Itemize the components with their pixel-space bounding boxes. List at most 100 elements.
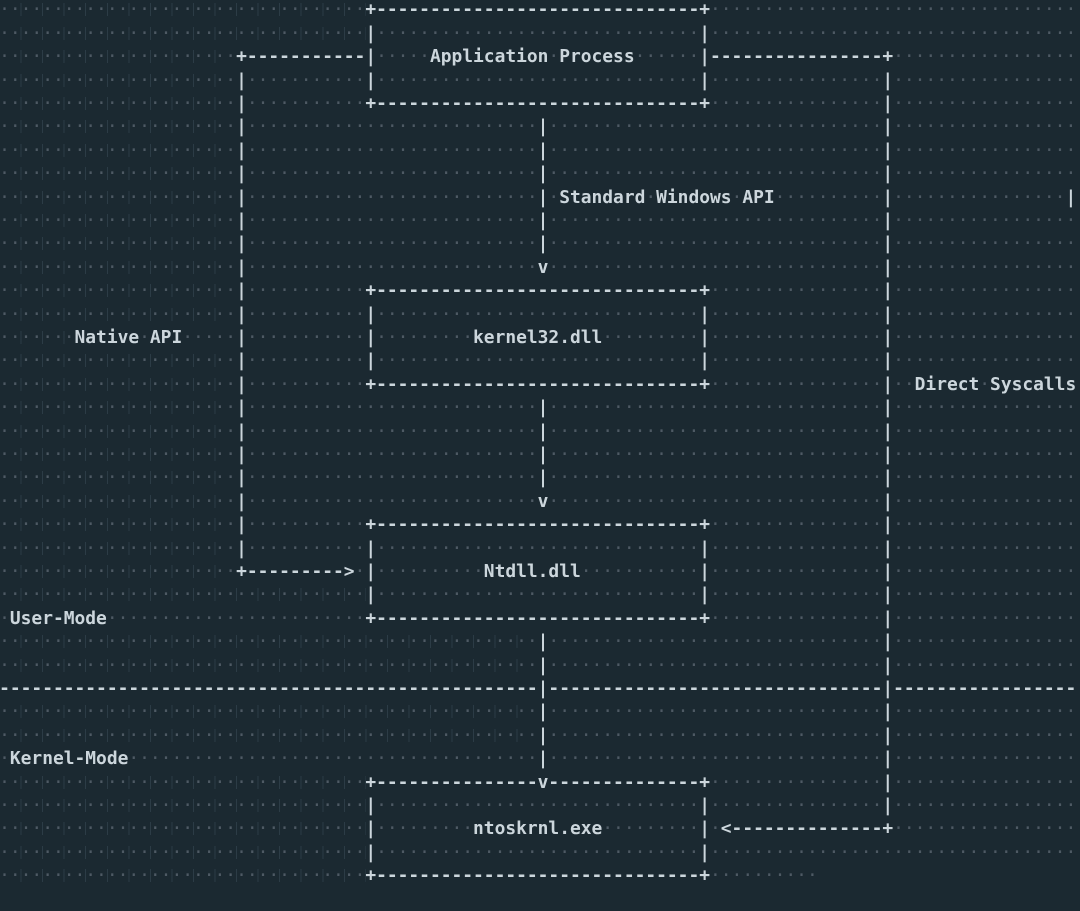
whitespace-dots: ······················ ·················… — [0, 490, 1077, 512]
indent-guides — [0, 26, 366, 40]
ascii-text: Kernel-Mode | | — [0, 748, 1077, 770]
ascii-text: +------------------------------+ — [0, 865, 818, 887]
ascii-row: ······················ ·················… — [0, 232, 1080, 255]
ascii-row: ······················ ····· · ······ ··… — [0, 45, 1080, 68]
indent-guides — [0, 635, 538, 649]
ascii-row: ······················ ·················… — [0, 396, 1080, 419]
ascii-text: | | | — [0, 139, 1077, 161]
ascii-row: ······················ ·················… — [0, 209, 1080, 232]
whitespace-dots: ········································… — [0, 631, 1077, 653]
ascii-row: ----------------------------------------… — [0, 677, 1080, 700]
indent-guides — [0, 752, 10, 766]
indent-guides — [0, 50, 237, 64]
ascii-row: ······················ ·················… — [0, 162, 1080, 185]
ascii-row: ······················ ·················… — [0, 443, 1080, 466]
whitespace-dots: ······················ ·················… — [0, 186, 1077, 208]
ascii-row: ······················ ··········· ·····… — [0, 69, 1080, 92]
whitespace-dots: ······················ ··········· ·····… — [0, 537, 1077, 559]
indent-guides — [0, 354, 237, 368]
whitespace-dots: · ························ ·············… — [0, 607, 1077, 629]
ascii-text: | | | — [0, 233, 1077, 255]
indent-guides — [0, 798, 366, 812]
ascii-row: ······················ ··········· ·····… — [0, 373, 1080, 396]
whitespace-dots: ·································· ·····… — [0, 818, 1077, 840]
whitespace-dots: ·································· ·····… — [0, 865, 818, 887]
ascii-row: ······················ ·················… — [0, 466, 1080, 489]
ascii-text: | | | | — [0, 69, 1077, 91]
indent-guides — [0, 3, 366, 17]
whitespace-dots: ·································· ·····… — [0, 841, 1077, 863]
indent-guides — [0, 73, 237, 87]
indent-guides — [0, 775, 366, 789]
indent-guides — [0, 658, 538, 672]
whitespace-dots: ·································· ·····… — [0, 794, 1077, 816]
ascii-row: ········································… — [0, 700, 1080, 723]
whitespace-dots: ·································· ·····… — [0, 0, 1077, 21]
ascii-text: | v | — [0, 490, 1077, 512]
whitespace-dots: ······················ ··········· ·····… — [0, 514, 1077, 536]
whitespace-dots: ······················ ·················… — [0, 420, 1077, 442]
indent-guides — [0, 213, 237, 227]
ascii-row: ······················ · ·········· ····… — [0, 560, 1080, 583]
whitespace-dots: ······················ ·················… — [0, 256, 1077, 278]
ascii-text: | | | — [0, 397, 1077, 419]
whitespace-dots: · ······································… — [0, 748, 1077, 770]
indent-guides — [0, 377, 237, 391]
ascii-text: | | — [0, 654, 1077, 676]
ascii-text: | | | — [0, 467, 1077, 489]
ascii-row: ······················ ··········· ·····… — [0, 279, 1080, 302]
whitespace-dots: ·································· ·····… — [0, 771, 1077, 793]
whitespace-dots: ······················ ··········· ·····… — [0, 373, 1077, 395]
ascii-text: | | — [0, 22, 1077, 44]
indent-guides — [0, 518, 237, 532]
indent-guides — [0, 705, 538, 719]
ascii-text: | | | — [0, 116, 1077, 138]
ascii-text: | ntoskrnl.exe | <--------------+ — [0, 818, 1077, 840]
whitespace-dots: ·································· ·····… — [0, 584, 1077, 606]
indent-guides — [0, 494, 237, 508]
indent-guides — [0, 190, 237, 204]
ascii-row: ······················ ·················… — [0, 420, 1080, 443]
indent-guides — [0, 588, 366, 602]
ascii-row: ······················ ·················… — [0, 115, 1080, 138]
ascii-text: | +------------------------------+ | — [0, 280, 1077, 302]
ascii-row: ·································· ·····… — [0, 0, 1080, 22]
indent-guides — [0, 167, 237, 181]
ascii-text: ----------------------------------------… — [0, 677, 1077, 699]
ascii-text: | | — [0, 701, 1077, 723]
ascii-text: Native API | | kernel32.dll | | — [0, 326, 1077, 348]
ascii-row: ·································· ·····… — [0, 841, 1080, 864]
whitespace-dots: ······················ ··········· ·····… — [0, 280, 1077, 302]
ascii-text: +-----------| Application Process |-----… — [0, 46, 1077, 68]
ascii-text: | | | — [0, 420, 1077, 442]
indent-guides — [0, 611, 10, 625]
ascii-text: | | | — [0, 209, 1077, 231]
indent-guides — [0, 728, 538, 742]
ascii-row: · ························ ·············… — [0, 607, 1080, 630]
ascii-text: | | | — [0, 584, 1077, 606]
indent-guides — [0, 260, 237, 274]
ascii-text: | | Standard Windows API | | — [0, 186, 1077, 208]
whitespace-dots: ·································· ·····… — [0, 22, 1077, 44]
ascii-text: | | — [0, 631, 1077, 653]
whitespace-dots: ······················ · ·········· ····… — [0, 560, 1077, 582]
ascii-text: +------------------------------+ — [0, 0, 1077, 21]
ascii-text: | | | | — [0, 350, 1077, 372]
ascii-row: ······· · ····· ··········· ········· ··… — [0, 326, 1080, 349]
ascii-text: | | | | — [0, 537, 1077, 559]
ascii-text: | v | — [0, 256, 1077, 278]
indent-guides — [0, 541, 237, 555]
whitespace-dots: ······················ ·················… — [0, 443, 1077, 465]
ascii-text: User-Mode +-----------------------------… — [0, 607, 1077, 629]
ascii-text: +---------> | Ntdll.dll | | — [0, 560, 1077, 582]
ascii-row — [0, 888, 1080, 911]
whitespace-dots: ······················ ·················… — [0, 163, 1077, 185]
indent-guides — [0, 564, 237, 578]
ascii-text: | +------------------------------+ | — [0, 92, 1077, 114]
whitespace-dots: ······················ ·················… — [0, 116, 1077, 138]
whitespace-dots: ······················ ·················… — [0, 233, 1077, 255]
whitespace-dots: ······················ ··········· ·····… — [0, 350, 1077, 372]
ascii-row: ·································· ·····… — [0, 583, 1080, 606]
indent-guides — [0, 237, 237, 251]
indent-guides — [0, 471, 237, 485]
